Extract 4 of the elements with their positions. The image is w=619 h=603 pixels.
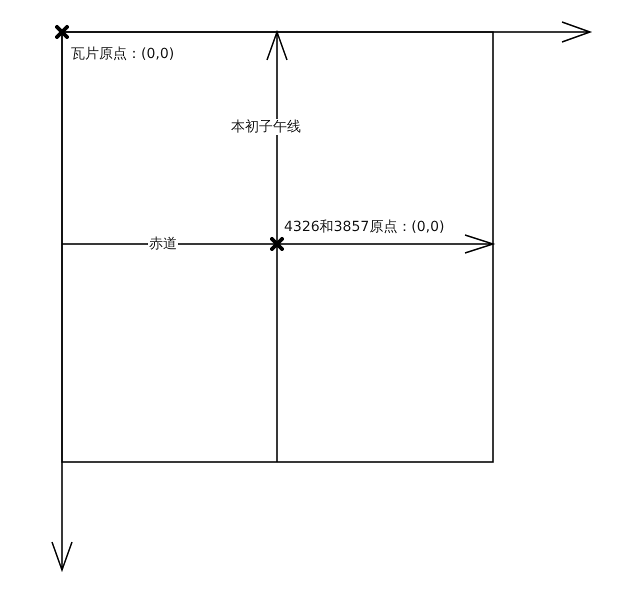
axis-label: 赤道	[148, 236, 178, 252]
axis-label: 瓦片原点：(0,0)	[70, 46, 176, 62]
axis-label: 4326和3857原点：(0,0)	[283, 219, 446, 235]
axis-label: 本初子午线	[230, 119, 302, 135]
